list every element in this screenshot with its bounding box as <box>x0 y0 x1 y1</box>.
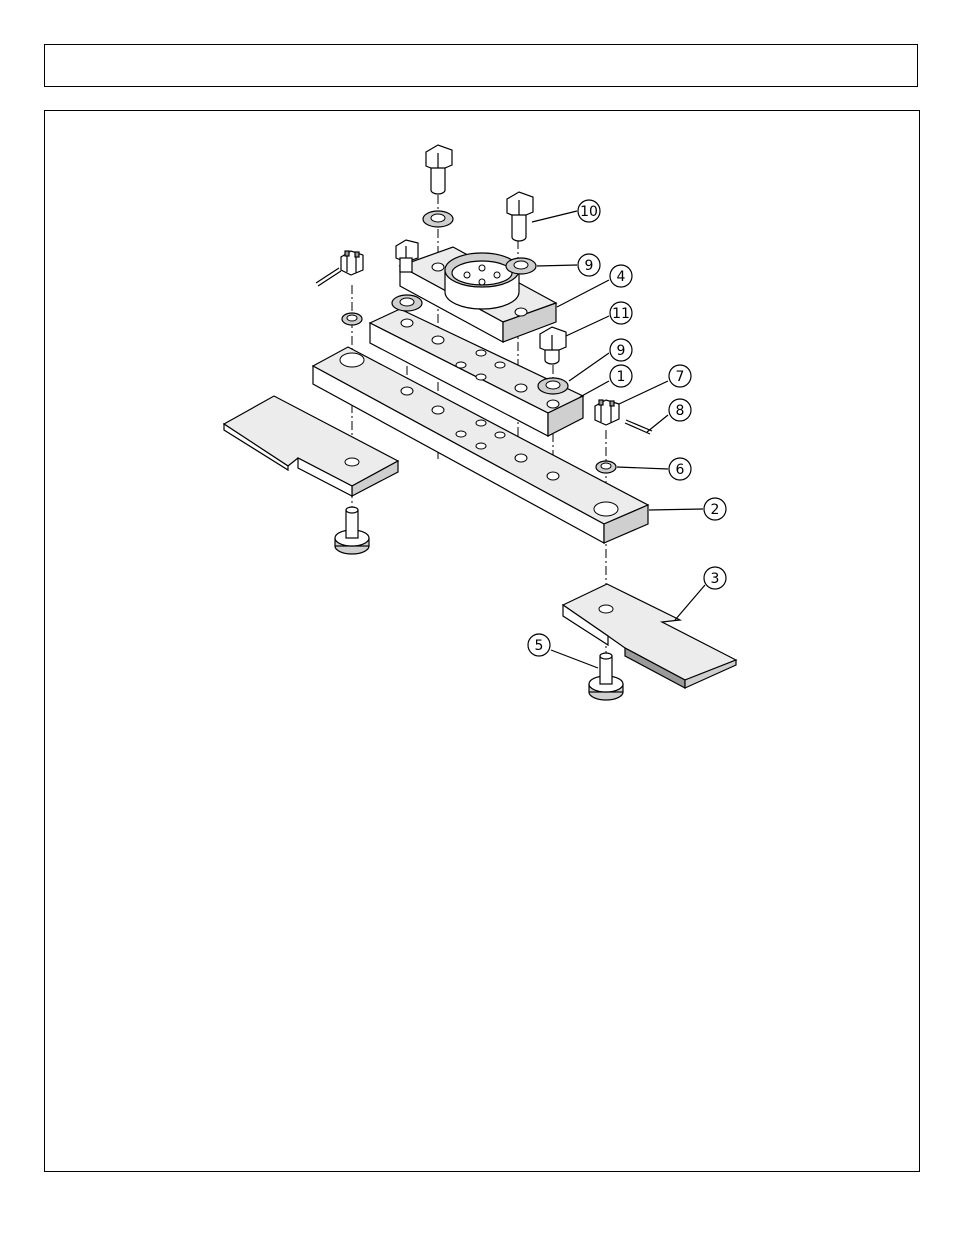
svg-text:2: 2 <box>711 502 720 518</box>
svg-text:6: 6 <box>676 462 685 478</box>
washer-top <box>423 211 453 227</box>
hex-bolt-part-10 <box>507 192 533 241</box>
callout-4: 4 <box>610 265 632 287</box>
callout-7: 7 <box>669 365 691 387</box>
hex-bolt-part-11 <box>540 327 566 364</box>
svg-text:1: 1 <box>617 369 626 385</box>
callout-9-lower: 9 <box>610 339 632 361</box>
blade-part-3 <box>563 584 736 688</box>
svg-text:7: 7 <box>676 369 685 385</box>
lock-washer-left <box>342 313 362 325</box>
blade-bolt-left <box>335 507 369 554</box>
callout-2: 2 <box>704 498 726 520</box>
lock-washer-part-6 <box>596 461 616 473</box>
washer-part-9-lower <box>538 378 568 394</box>
svg-text:10: 10 <box>580 204 598 220</box>
callout-6: 6 <box>669 458 691 480</box>
washer-left-upper <box>392 295 422 311</box>
callout-9-upper: 9 <box>578 254 600 276</box>
washer-part-9-upper <box>506 258 536 274</box>
callout-1: 1 <box>610 365 632 387</box>
cotter-pin-left <box>316 268 341 286</box>
svg-text:8: 8 <box>676 403 685 419</box>
blade-bolt-part-5 <box>589 653 623 700</box>
svg-text:5: 5 <box>535 638 544 654</box>
callout-3: 3 <box>704 567 726 589</box>
castle-nut-left <box>341 251 363 275</box>
callout-5: 5 <box>528 634 550 656</box>
svg-text:11: 11 <box>612 306 630 322</box>
callout-10: 10 <box>578 200 600 222</box>
svg-text:3: 3 <box>711 571 720 587</box>
callout-11: 11 <box>610 302 632 324</box>
castle-nut-part-7 <box>595 400 619 425</box>
svg-text:4: 4 <box>617 269 626 285</box>
callout-8: 8 <box>669 399 691 421</box>
svg-text:9: 9 <box>617 343 626 359</box>
svg-text:9: 9 <box>585 258 594 274</box>
hex-bolt-top <box>426 145 452 194</box>
